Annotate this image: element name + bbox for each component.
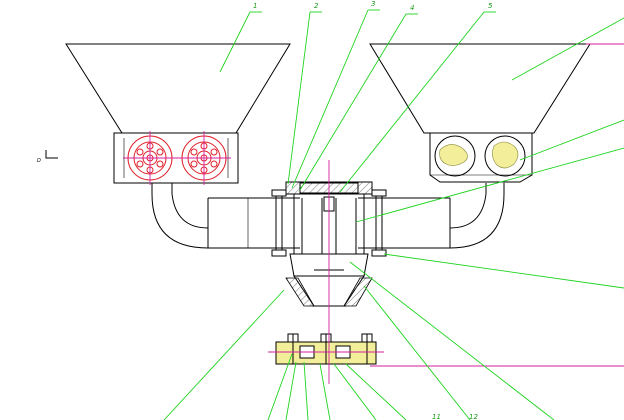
right-rollers [434, 135, 526, 177]
callout-label-1: 1 [253, 2, 257, 10]
centerlines [268, 43, 624, 384]
duct [151, 183, 505, 257]
callout-label-5: 5 [488, 2, 493, 10]
right-hopper [369, 43, 591, 183]
callout-label-4: 4 [410, 4, 414, 12]
left-hopper [65, 43, 291, 184]
leader-lines [163, 9, 624, 420]
left-gear [123, 131, 177, 185]
section-mark-label: D [37, 158, 41, 164]
callout-label-11: 11 [432, 413, 441, 420]
callout-label-2: 2 [314, 2, 319, 10]
bottom-manifold [275, 333, 377, 365]
callout-label-12: 12 [469, 413, 478, 420]
callout-label-3: 3 [371, 0, 375, 8]
callouts: 1 2 3 4 5 11 12 [253, 0, 493, 420]
right-gear [177, 131, 231, 185]
section-marker: D [37, 150, 58, 164]
